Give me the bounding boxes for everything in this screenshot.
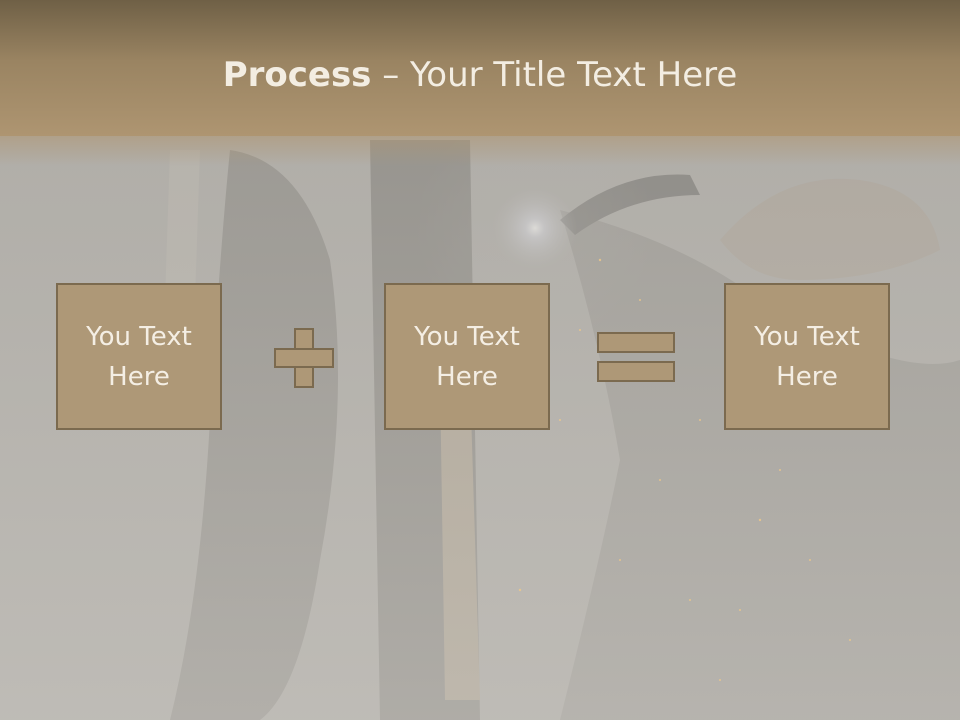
title-bar-fade	[0, 136, 960, 166]
text-box-1[interactable]: You Text Here	[56, 283, 222, 430]
plus-icon	[274, 328, 334, 388]
title-bold: Process	[222, 55, 372, 95]
title-rest: – Your Title Text Here	[371, 55, 738, 95]
equals-icon	[597, 332, 675, 382]
text-box-3[interactable]: You Text Here	[724, 283, 890, 430]
title-bar	[0, 0, 960, 136]
text-box-2[interactable]: You Text Here	[384, 283, 550, 430]
slide-title: Process – Your Title Text Here	[0, 52, 960, 98]
